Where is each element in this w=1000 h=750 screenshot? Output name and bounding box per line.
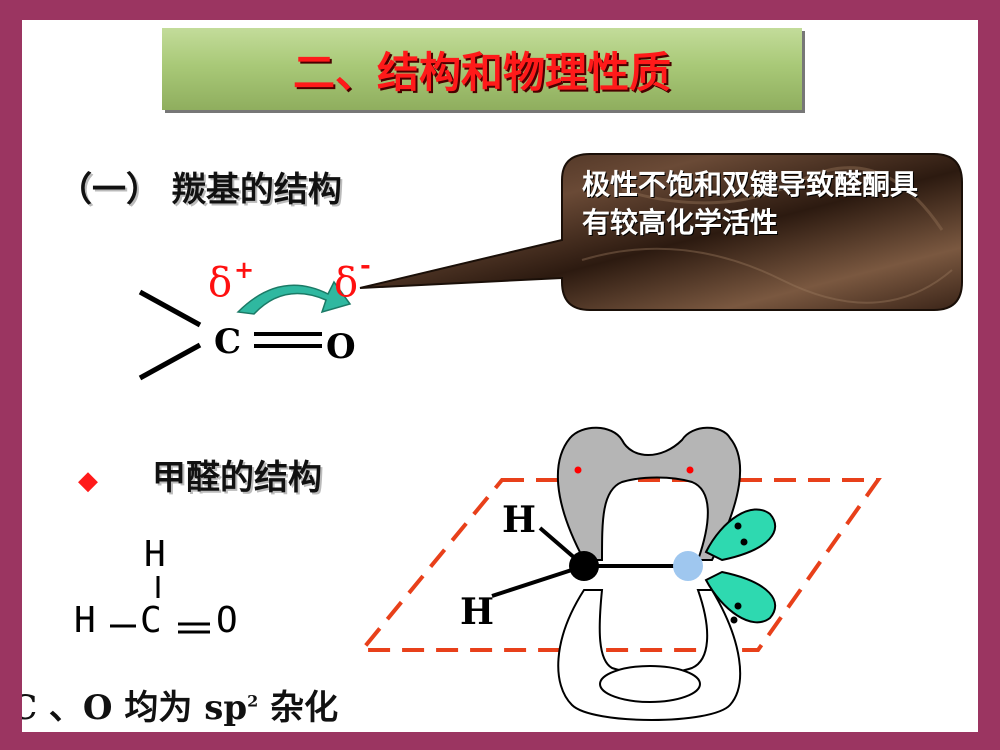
orbital-h-lower: H (460, 591, 494, 633)
formaldehyde-h-left: H (74, 600, 96, 641)
pi-electron-right (686, 466, 694, 474)
formaldehyde-h-top: H (144, 534, 166, 575)
lone-pair-lobe-lower (704, 570, 776, 624)
pi-orbital-upper-lobe (556, 426, 742, 561)
formaldehyde-formula: H H C O (74, 534, 238, 641)
title-banner: 二、结构和物理性质 (162, 28, 802, 110)
callout-bubble (359, 153, 963, 311)
delta-plus-sign: + (234, 255, 254, 284)
hybridization-superscript: 2 (247, 691, 259, 711)
hybridization-suffix: 杂化 (258, 688, 339, 728)
hybridization-prefix: C 、O 均为 sp (22, 688, 248, 728)
lone-pair-lobe-upper (704, 508, 776, 562)
pi-electron-left (574, 466, 582, 474)
section-heading-carbonyl: （一） 羰基的结构 (58, 170, 342, 210)
molecular-plane (357, 478, 882, 652)
slide-title: 二、结构和物理性质 (292, 47, 671, 97)
carbonyl-carbon: C (214, 322, 241, 362)
delta-minus: δ (334, 260, 358, 306)
lone-pair-electron (734, 522, 742, 530)
oxygen-atom (673, 551, 703, 581)
carbonyl-bond-lower (138, 342, 202, 381)
pi-orbital-lower-ring (599, 665, 701, 703)
formaldehyde-carbon: C (140, 600, 162, 641)
carbonyl-bond-upper (138, 289, 202, 328)
section-heading-formaldehyde: 甲醛的结构 (152, 458, 322, 498)
slide: 二、结构和物理性质 （一） 羰基的结构 极性不饱和双键导致醛酮具有较高化学活性 … (22, 20, 978, 732)
carbonyl-diagram: C O δ + δ - (138, 251, 371, 381)
hybridization-note: C 、O 均为 sp2 杂化 (22, 680, 338, 729)
callout-text: 极性不饱和双键导致醛酮具有较高化学活性 (582, 168, 919, 239)
electron-shift-arrow (236, 280, 352, 315)
lone-pair-electron (740, 538, 748, 546)
lone-pair-electron (730, 616, 738, 624)
orbital-h-upper: H (502, 499, 536, 541)
sigma-bond-ch-lower (491, 564, 585, 598)
orbital-diagram: H H (357, 426, 882, 721)
delta-plus: δ (208, 260, 232, 306)
formaldehyde-oxygen: O (216, 600, 238, 641)
delta-minus-sign: - (360, 251, 371, 281)
diamond-bullet-icon: ◆ (78, 466, 98, 496)
carbonyl-oxygen: O (326, 327, 356, 367)
carbon-atom (569, 551, 599, 581)
lone-pair-electron (734, 602, 742, 610)
